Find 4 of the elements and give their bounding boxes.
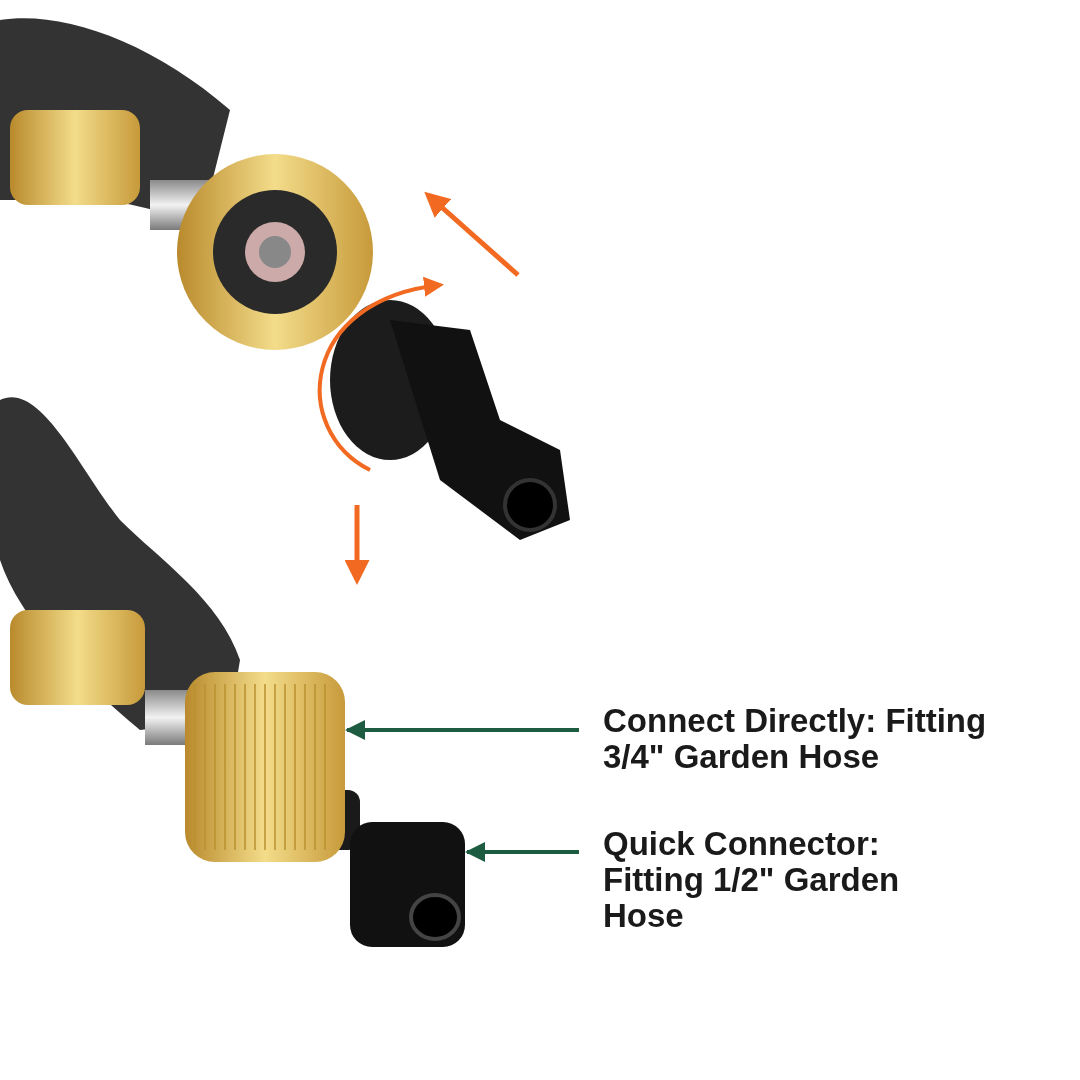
callout-text: Quick Connector: Fitting 1/2" Garden Hose: [603, 826, 901, 934]
callout-text: Connect Directly: Fitting 3/4" Garden Hose: [603, 703, 988, 775]
leader-arrow: [345, 720, 579, 740]
leader-arrow: [465, 842, 579, 862]
